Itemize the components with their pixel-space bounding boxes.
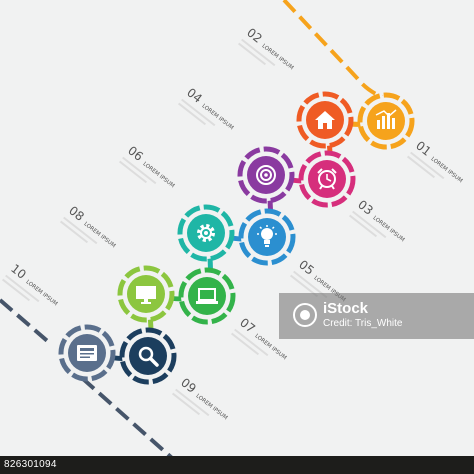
- step-circle-09: [119, 327, 177, 385]
- footer-bar: [0, 456, 474, 474]
- istock-logo: [293, 303, 317, 327]
- magnifier-icon: [138, 346, 159, 367]
- step-label-02: 02 LOREM IPSUM: [237, 25, 295, 72]
- alarm-clock-icon: [317, 168, 337, 190]
- step-fill: [188, 277, 226, 315]
- house-icon: [315, 111, 335, 129]
- step-icons: [77, 109, 397, 367]
- step-label-09: 09 LOREM IPSUM: [171, 375, 229, 422]
- watermark-overlay: [279, 293, 474, 339]
- laptop-icon: [196, 288, 218, 304]
- watermark-credit: Credit: Tris_White: [323, 318, 403, 329]
- monitor-icon: [136, 286, 156, 304]
- step-label-03: 03 LOREM IPSUM: [348, 197, 406, 244]
- step-label-06: 06 LOREM IPSUM: [118, 143, 176, 190]
- stock-id: 826301094: [4, 459, 57, 470]
- target-icon: [256, 165, 276, 185]
- step-fill: [129, 337, 167, 375]
- step-circle-01: [357, 92, 415, 150]
- step-label-01: 01 LOREM IPSUM: [406, 138, 464, 185]
- document-icon: [77, 345, 97, 361]
- lightbulb-icon: [257, 225, 277, 247]
- connector-top: [282, 0, 386, 100]
- step-fill: [367, 102, 405, 140]
- connector-left: [0, 298, 54, 347]
- watermark-brand: iStock: [323, 300, 369, 317]
- bar-chart-icon: [375, 109, 397, 129]
- step-label-04: 04 LOREM IPSUM: [177, 85, 235, 132]
- step-label-08: 08 LOREM IPSUM: [59, 203, 117, 250]
- gear-icon: [197, 224, 215, 242]
- step-circle-07: [178, 267, 236, 325]
